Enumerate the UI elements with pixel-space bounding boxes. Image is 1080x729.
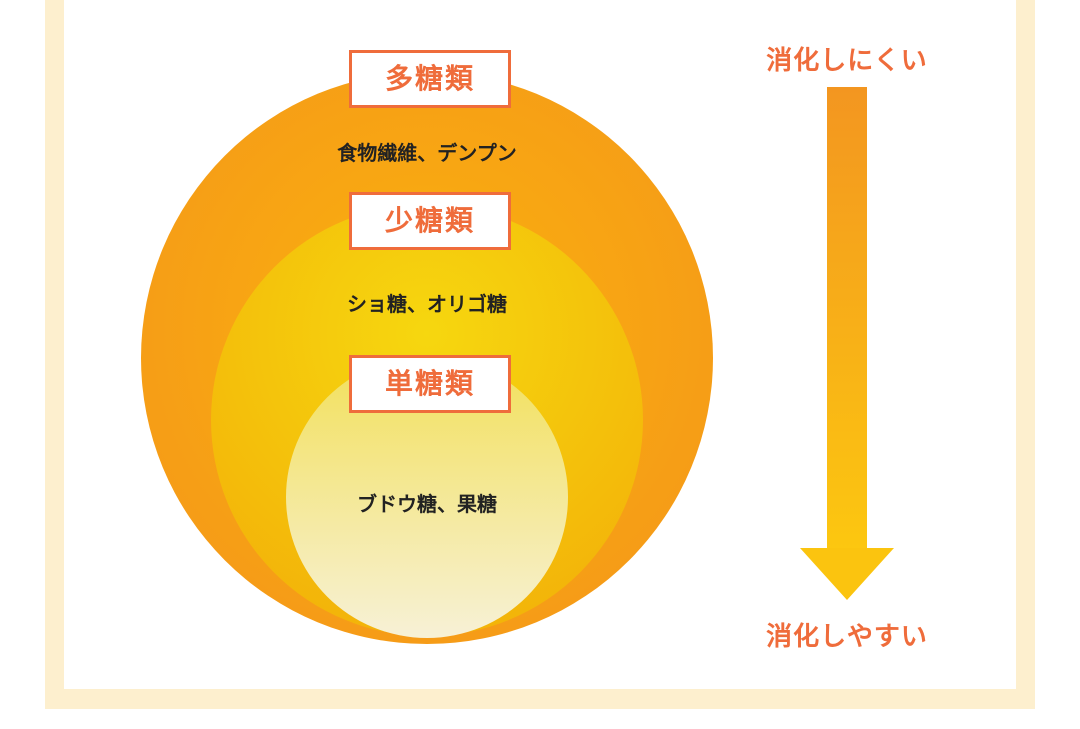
oligosaccharide-examples: ショ糖、オリゴ糖: [347, 292, 507, 316]
polysaccharide-examples: 食物繊維、デンプン: [337, 141, 517, 165]
polysaccharide-label: 多糖類: [349, 50, 511, 108]
oligosaccharide-label: 少糖類: [349, 192, 511, 250]
monosaccharide-examples: ブドウ糖、果糖: [357, 492, 497, 516]
inner-circle: [286, 356, 568, 638]
easy-to-digest-label: 消化しやすい: [766, 622, 928, 652]
hard-to-digest-label: 消化しにくい: [766, 46, 928, 76]
digestion-arrow: [800, 87, 894, 600]
monosaccharide-label: 単糖類: [349, 355, 511, 413]
